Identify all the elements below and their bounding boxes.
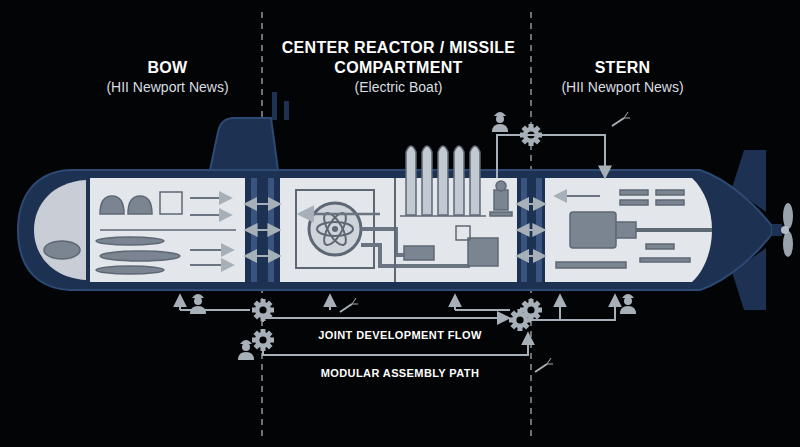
assembly-connector xyxy=(497,135,605,178)
engine-room xyxy=(556,212,712,268)
center-compartment xyxy=(280,178,517,282)
section-compartment: BOW(HII Newport News) xyxy=(90,178,245,282)
flow-label: MODULAR ASSEMBLY PATH xyxy=(317,366,484,380)
section-compartment: CENTER REACTOR / MISSILE COMPARTMENT(Ele… xyxy=(280,178,517,282)
flow-label: JOINT DEVELOPMENT FLOW xyxy=(314,328,485,342)
bulkhead-frame xyxy=(251,178,542,282)
coolant-pipes xyxy=(361,229,470,266)
compartment-wall xyxy=(394,178,396,282)
section-heading: STERN(HII Newport News) xyxy=(538,58,708,96)
gear-icon xyxy=(252,299,274,321)
hull xyxy=(18,92,793,310)
section-heading: BOW(HII Newport News) xyxy=(83,58,253,96)
assembly-connector xyxy=(517,229,545,231)
bow-cap xyxy=(34,180,86,280)
pumps xyxy=(404,181,512,266)
welding-torch xyxy=(340,298,358,312)
bow-compartment xyxy=(90,178,245,282)
flow-arrow xyxy=(556,195,600,197)
worker-icon xyxy=(492,112,508,132)
builder-name: (HII Newport News) xyxy=(83,78,253,96)
welding-torch xyxy=(612,112,630,126)
stern-compartment xyxy=(545,178,712,282)
section-heading: CENTER REACTOR / MISSILE COMPARTMENT(Ele… xyxy=(279,38,519,96)
worker-icon xyxy=(190,294,206,314)
gear-icons xyxy=(252,124,542,351)
crew-bunks xyxy=(620,190,684,249)
section-compartment: STERN(HII Newport News) xyxy=(545,178,700,282)
builder-name: (Electric Boat) xyxy=(279,78,519,96)
bow-flow-arrows xyxy=(190,198,232,265)
gear-icon xyxy=(520,299,542,321)
missile-tubes xyxy=(400,146,486,216)
worker-icon xyxy=(620,294,636,314)
bow-equipment xyxy=(44,192,236,274)
section-title: BOW xyxy=(83,58,253,78)
assembly-connector xyxy=(245,229,280,231)
worker-icon xyxy=(238,340,254,360)
section-title: CENTER REACTOR / MISSILE COMPARTMENT xyxy=(279,38,519,78)
builder-name: (HII Newport News) xyxy=(538,78,708,96)
worker-icons xyxy=(190,112,636,372)
welding-torch xyxy=(535,358,553,372)
flow-lines xyxy=(180,296,615,355)
joint-arrows xyxy=(246,204,544,256)
flow-arrow xyxy=(300,213,380,216)
gear-icon xyxy=(252,329,274,351)
section-title: STERN xyxy=(538,58,708,78)
